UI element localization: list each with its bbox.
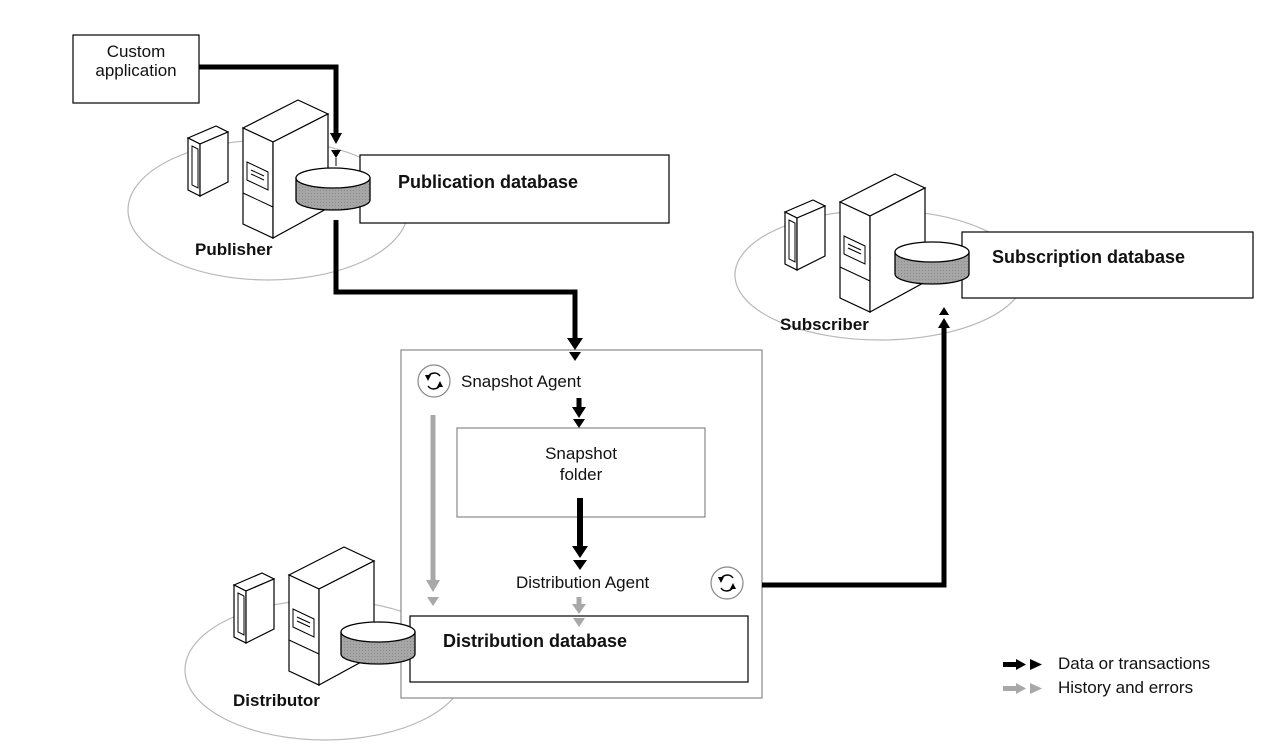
legend-data-arrow-icon [1003, 659, 1042, 670]
subscriber-server-icon [784, 173, 926, 313]
distribution-agent-label[interactable]: Distribution Agent [516, 573, 650, 592]
custom-application-line2: application [95, 61, 176, 80]
distribution-agent-icon[interactable] [710, 566, 744, 600]
flow-publication-to-snapshot-agent [333, 220, 583, 361]
publisher-server-icon [187, 99, 329, 239]
legend-data-label: Data or transactions [1058, 654, 1210, 673]
snapshot-folder-line2: folder [560, 465, 603, 484]
custom-application-line1: Custom [107, 42, 166, 61]
distribution-database-label: Distribution database [443, 631, 627, 651]
flow-distribution-agent-to-subscription [762, 307, 950, 588]
distributor-label: Distributor [233, 691, 320, 710]
custom-application-box[interactable] [72, 34, 200, 104]
flow-custom-to-publication [199, 64, 342, 166]
distribution-database-icon [340, 621, 416, 665]
flow-folder-to-distribution-agent [572, 498, 588, 570]
subscription-database-box[interactable] [961, 231, 1254, 299]
legend: Data or transactions History and errors [1003, 654, 1210, 697]
legend-history-label: History and errors [1058, 678, 1193, 697]
distributor-server-icon [233, 546, 375, 686]
publication-database-box[interactable] [359, 154, 670, 224]
subscriber-label: Subscriber [780, 315, 869, 334]
snapshot-agent-label[interactable]: Snapshot Agent [461, 372, 581, 391]
subscription-database-icon [894, 241, 970, 285]
subscription-database-label: Subscription database [992, 247, 1185, 267]
publication-database-label: Publication database [398, 172, 578, 192]
flow-snapshot-agent-to-folder [572, 398, 586, 428]
publication-database-icon [295, 167, 371, 211]
legend-history-arrow-icon [1003, 683, 1042, 694]
history-snapshot-agent-to-distribution-db [426, 415, 440, 606]
snapshot-agent-icon[interactable] [417, 364, 451, 398]
publisher-label: Publisher [195, 240, 273, 259]
history-distribution-agent-to-distribution-db [572, 597, 586, 627]
snapshot-folder-line1: Snapshot [545, 444, 617, 463]
